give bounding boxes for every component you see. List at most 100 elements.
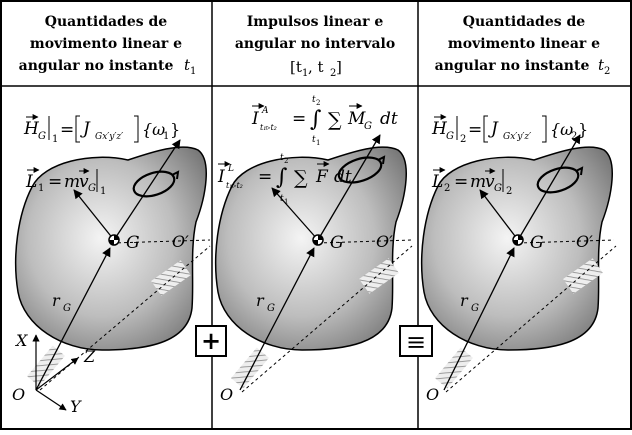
svg-text:A: A — [261, 106, 269, 116]
header-middle-line2: angular no intervalo — [235, 36, 395, 52]
panel-impulse: O r G G O′ I A t₁▹t₂ = ∫ t 2 t 1 ∑ M G d… — [214, 95, 413, 404]
label-O-2: O — [220, 385, 233, 404]
label-Z: Z — [83, 347, 96, 366]
label-G-3: G — [530, 233, 544, 253]
linear-momentum-arrow-2 — [479, 189, 519, 241]
svg-text:1: 1 — [163, 131, 169, 142]
label-X: X — [14, 331, 28, 350]
header-right-line3: angular no instante — [435, 58, 590, 74]
svg-text:∫: ∫ — [310, 107, 322, 132]
svg-text:Gx′y′z′: Gx′y′z′ — [95, 132, 123, 142]
position-vector-2 — [239, 247, 315, 391]
axis-dashed-1a — [111, 239, 211, 244]
header-middle-bracket-open: [t — [290, 58, 302, 76]
axis-z-arrow — [35, 357, 79, 391]
header-right-line1: Quantidades de — [463, 14, 586, 30]
equation-linear-impulse: I L t₁▹t₂ = ∫ t 2 t 1 ∑ F dt — [217, 153, 352, 206]
ground-hatch-1 — [27, 345, 65, 387]
axis-dashed-3b — [445, 245, 617, 393]
panel-instant-1: X Z Y O r G G O′ H G 1 = J Gx′y′z′ {ω — [12, 114, 211, 416]
label-r-2: r — [256, 291, 265, 310]
svg-text:v: v — [485, 172, 495, 192]
svg-text:G: G — [364, 121, 372, 132]
svg-text:t: t — [280, 153, 284, 163]
rotation-arrowhead-3 — [575, 166, 584, 176]
svg-text:m: m — [64, 172, 80, 192]
svg-text:2: 2 — [571, 131, 577, 142]
label-r-sub-1: G — [63, 303, 71, 314]
equals-symbol: ≡ — [406, 328, 426, 356]
svg-text:1: 1 — [38, 183, 44, 194]
svg-text:t₁▹t₂: t₁▹t₂ — [260, 123, 277, 132]
equals-box: ≡ — [399, 325, 433, 357]
svg-text:J: J — [488, 119, 499, 139]
equation-angular-impulse: I A t₁▹t₂ = ∫ t 2 t 1 ∑ M G dt — [251, 95, 398, 147]
svg-text:=: = — [60, 120, 74, 140]
label-Oprime-2: O′ — [376, 232, 393, 251]
label-Oprime-3: O′ — [576, 232, 593, 251]
svg-text:dt: dt — [380, 109, 398, 129]
center-of-mass-mark-1 — [109, 235, 119, 245]
label-r-sub-3: G — [471, 303, 479, 314]
svg-text:2: 2 — [460, 134, 466, 145]
axis-dashed-2b — [241, 245, 413, 393]
rotation-loop-3 — [536, 166, 580, 194]
axis-dashed-2a — [317, 239, 413, 244]
equation-L-2: L 2 = m v G 2 — [431, 167, 512, 197]
rigid-body-1 — [14, 146, 207, 351]
svg-text:∫: ∫ — [276, 165, 288, 190]
support-pad-2 — [359, 258, 399, 294]
plus-box: + — [195, 325, 227, 357]
svg-text:1: 1 — [100, 186, 106, 197]
rotation-loop-2 — [337, 156, 383, 184]
header-right: Quantidades de movimento linear e angula… — [435, 14, 611, 77]
equation-H-1: H G 1 = J Gx′y′z′ {ω 1 } — [23, 114, 180, 145]
svg-text:G: G — [494, 183, 502, 194]
svg-text:m: m — [470, 172, 486, 192]
header-left-t: t — [184, 56, 191, 74]
header-middle: Impulsos linear e angular no intervalo [… — [235, 14, 395, 79]
svg-text:{ω: {ω — [550, 120, 573, 139]
header-left-t-sub: 1 — [190, 66, 196, 77]
svg-text:=: = — [48, 172, 62, 192]
center-of-mass-mark-2 — [313, 235, 323, 245]
svg-text:t₁▹t₂: t₁▹t₂ — [226, 181, 243, 190]
label-Oprime-1: O′ — [172, 232, 189, 251]
equation-L-1: L 1 = m v G 1 — [25, 167, 106, 197]
ground-hatch-2 — [231, 347, 269, 389]
axis-dashed-3a — [517, 239, 615, 244]
svg-text:{ω: {ω — [142, 120, 165, 139]
svg-text:1: 1 — [52, 134, 58, 145]
header-middle-t1-sub: 1 — [302, 68, 308, 79]
header-left-line2: movimento linear e — [30, 36, 182, 52]
position-vector-1 — [35, 247, 111, 391]
svg-text:Gx′y′z′: Gx′y′z′ — [503, 132, 531, 142]
svg-text:2: 2 — [506, 186, 512, 197]
equation-H-2: H G 2 = J Gx′y′z′ {ω 2 } — [431, 114, 588, 145]
support-pad-1 — [151, 260, 191, 296]
svg-text:F: F — [315, 167, 329, 187]
svg-text:I: I — [217, 167, 225, 187]
rotation-loop-1 — [132, 170, 176, 198]
header-right-t: t — [598, 56, 605, 74]
svg-text:=: = — [468, 120, 482, 140]
svg-text:=: = — [258, 167, 272, 187]
svg-text:dt: dt — [334, 167, 352, 187]
label-r-1: r — [52, 291, 61, 310]
header-middle-line1: Impulsos linear e — [247, 14, 384, 30]
angular-momentum-arrow-2 — [517, 134, 581, 241]
linear-momentum-arrow-1 — [73, 189, 115, 241]
svg-text:M: M — [347, 109, 366, 129]
svg-text:G: G — [88, 183, 96, 194]
svg-text:2: 2 — [316, 99, 320, 107]
label-G-2: G — [330, 233, 344, 253]
svg-text:I: I — [251, 109, 259, 129]
header-left: Quantidades de movimento linear e angula… — [19, 14, 197, 77]
svg-text:H: H — [431, 119, 448, 139]
label-G-1: G — [126, 233, 140, 253]
svg-text:H: H — [23, 119, 40, 139]
angular-impulse-arrow — [317, 134, 381, 241]
label-O-1: O — [12, 385, 25, 404]
label-Y: Y — [70, 397, 82, 416]
